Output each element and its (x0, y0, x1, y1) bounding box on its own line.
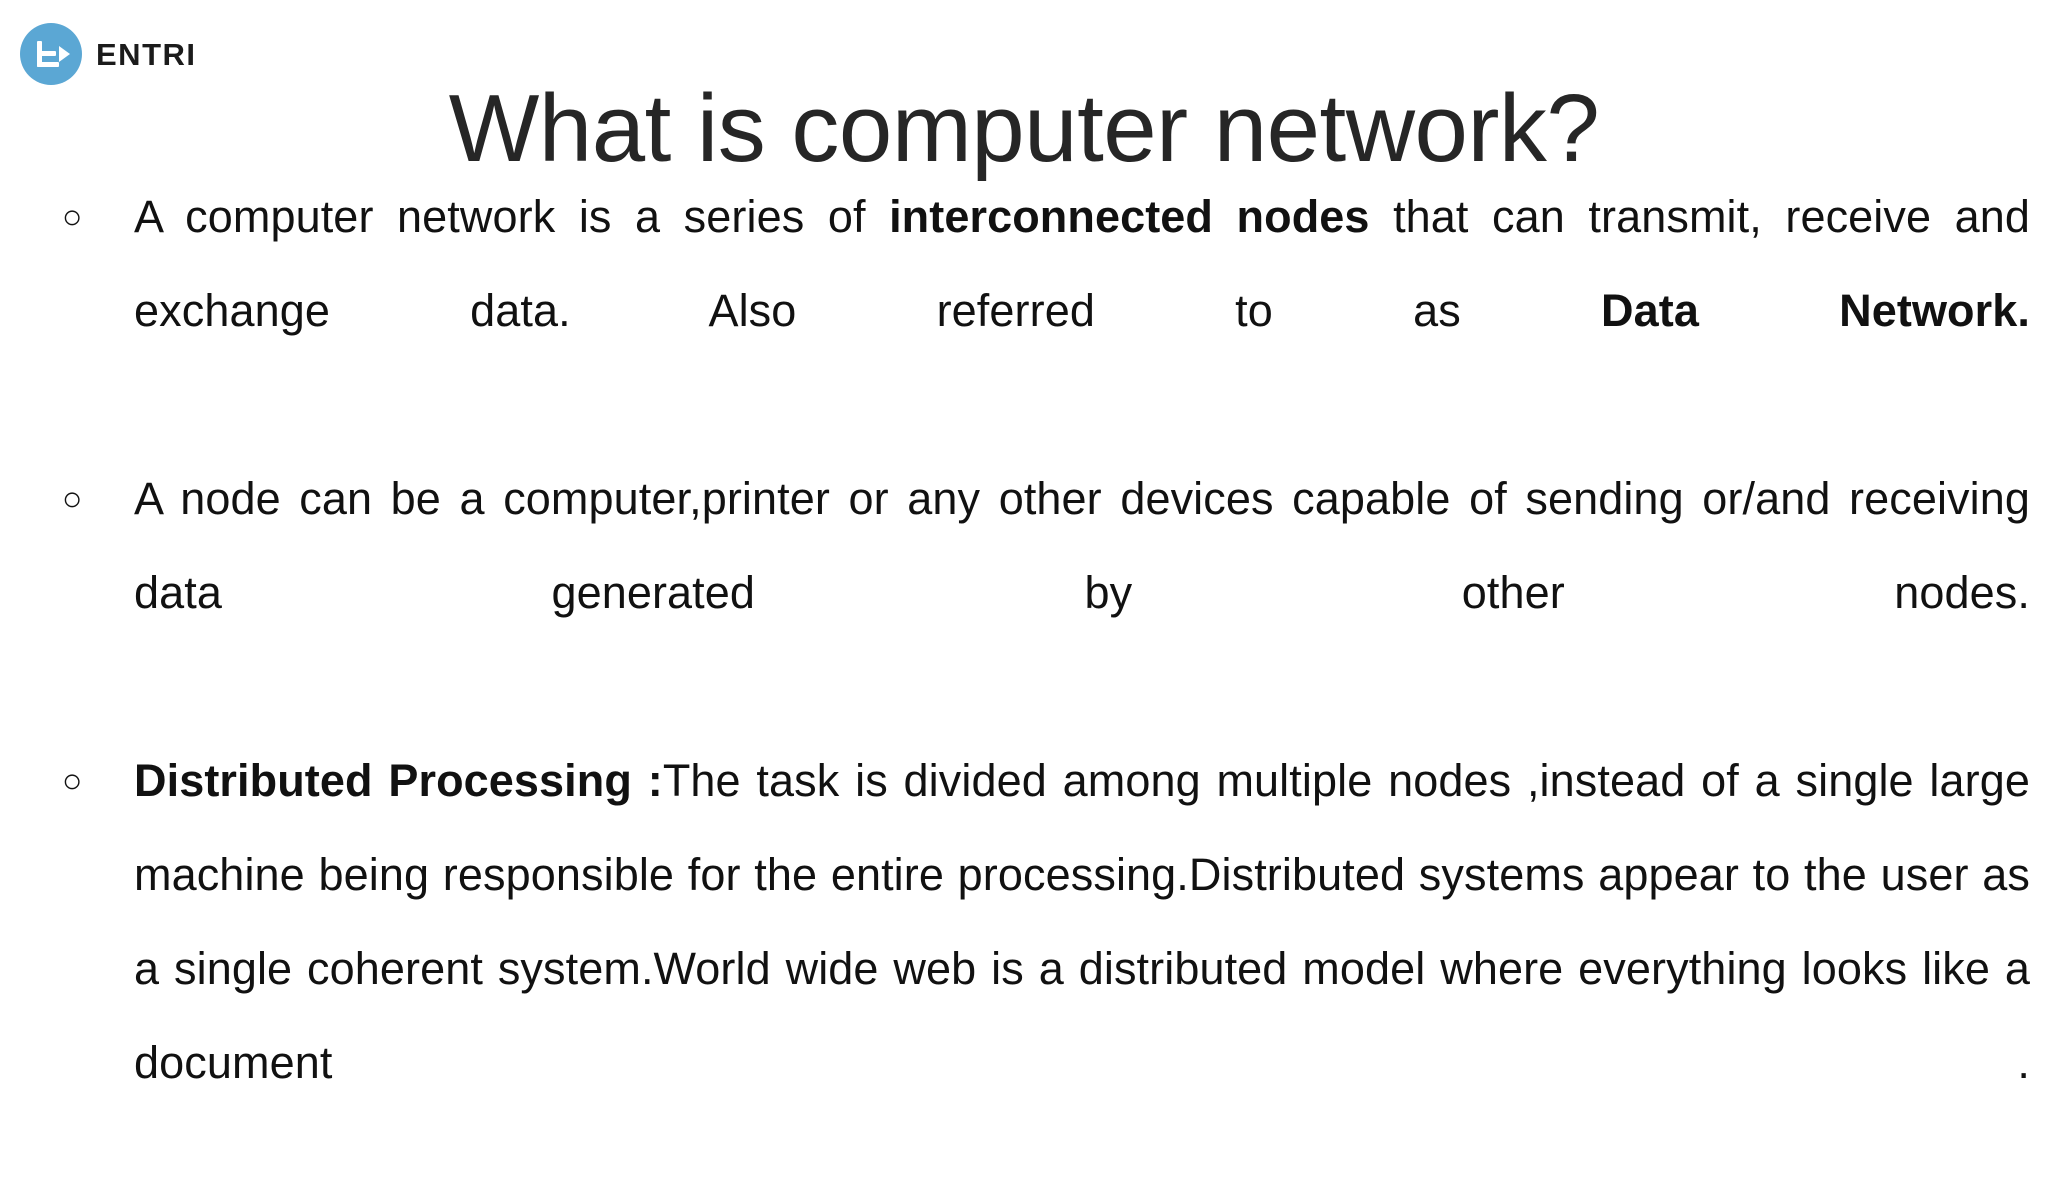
bullet-text: A computer network is a series of interc… (134, 191, 2031, 336)
bullet-text: Distributed Processing :The task is divi… (134, 755, 2030, 1088)
bullet-marker-icon: ○ (62, 762, 83, 800)
bullet-marker-icon: ○ (62, 480, 83, 518)
entri-logo: ENTRI (12, 8, 240, 100)
list-item: ○ A node can be a computer,printer or an… (46, 452, 2030, 734)
letter-e-icon (37, 41, 59, 67)
bullet-list: ○ A computer network is a series of inte… (46, 170, 2030, 1204)
bullet-text: A node can be a computer,printer or any … (134, 473, 2030, 618)
slide-canvas: ENTRI What is computer network? ○ A comp… (12, 8, 2030, 1088)
play-triangle-icon (59, 46, 70, 62)
slide-title: What is computer network? (448, 75, 1600, 183)
entri-wordmark: ENTRI (96, 36, 197, 72)
list-item: ○ A computer network is a series of inte… (46, 170, 2030, 452)
list-item: ○ Distributed Processing :The task is di… (46, 734, 2030, 1204)
bullet-marker-icon: ○ (62, 198, 83, 236)
entri-logo-mark-icon (20, 23, 82, 85)
